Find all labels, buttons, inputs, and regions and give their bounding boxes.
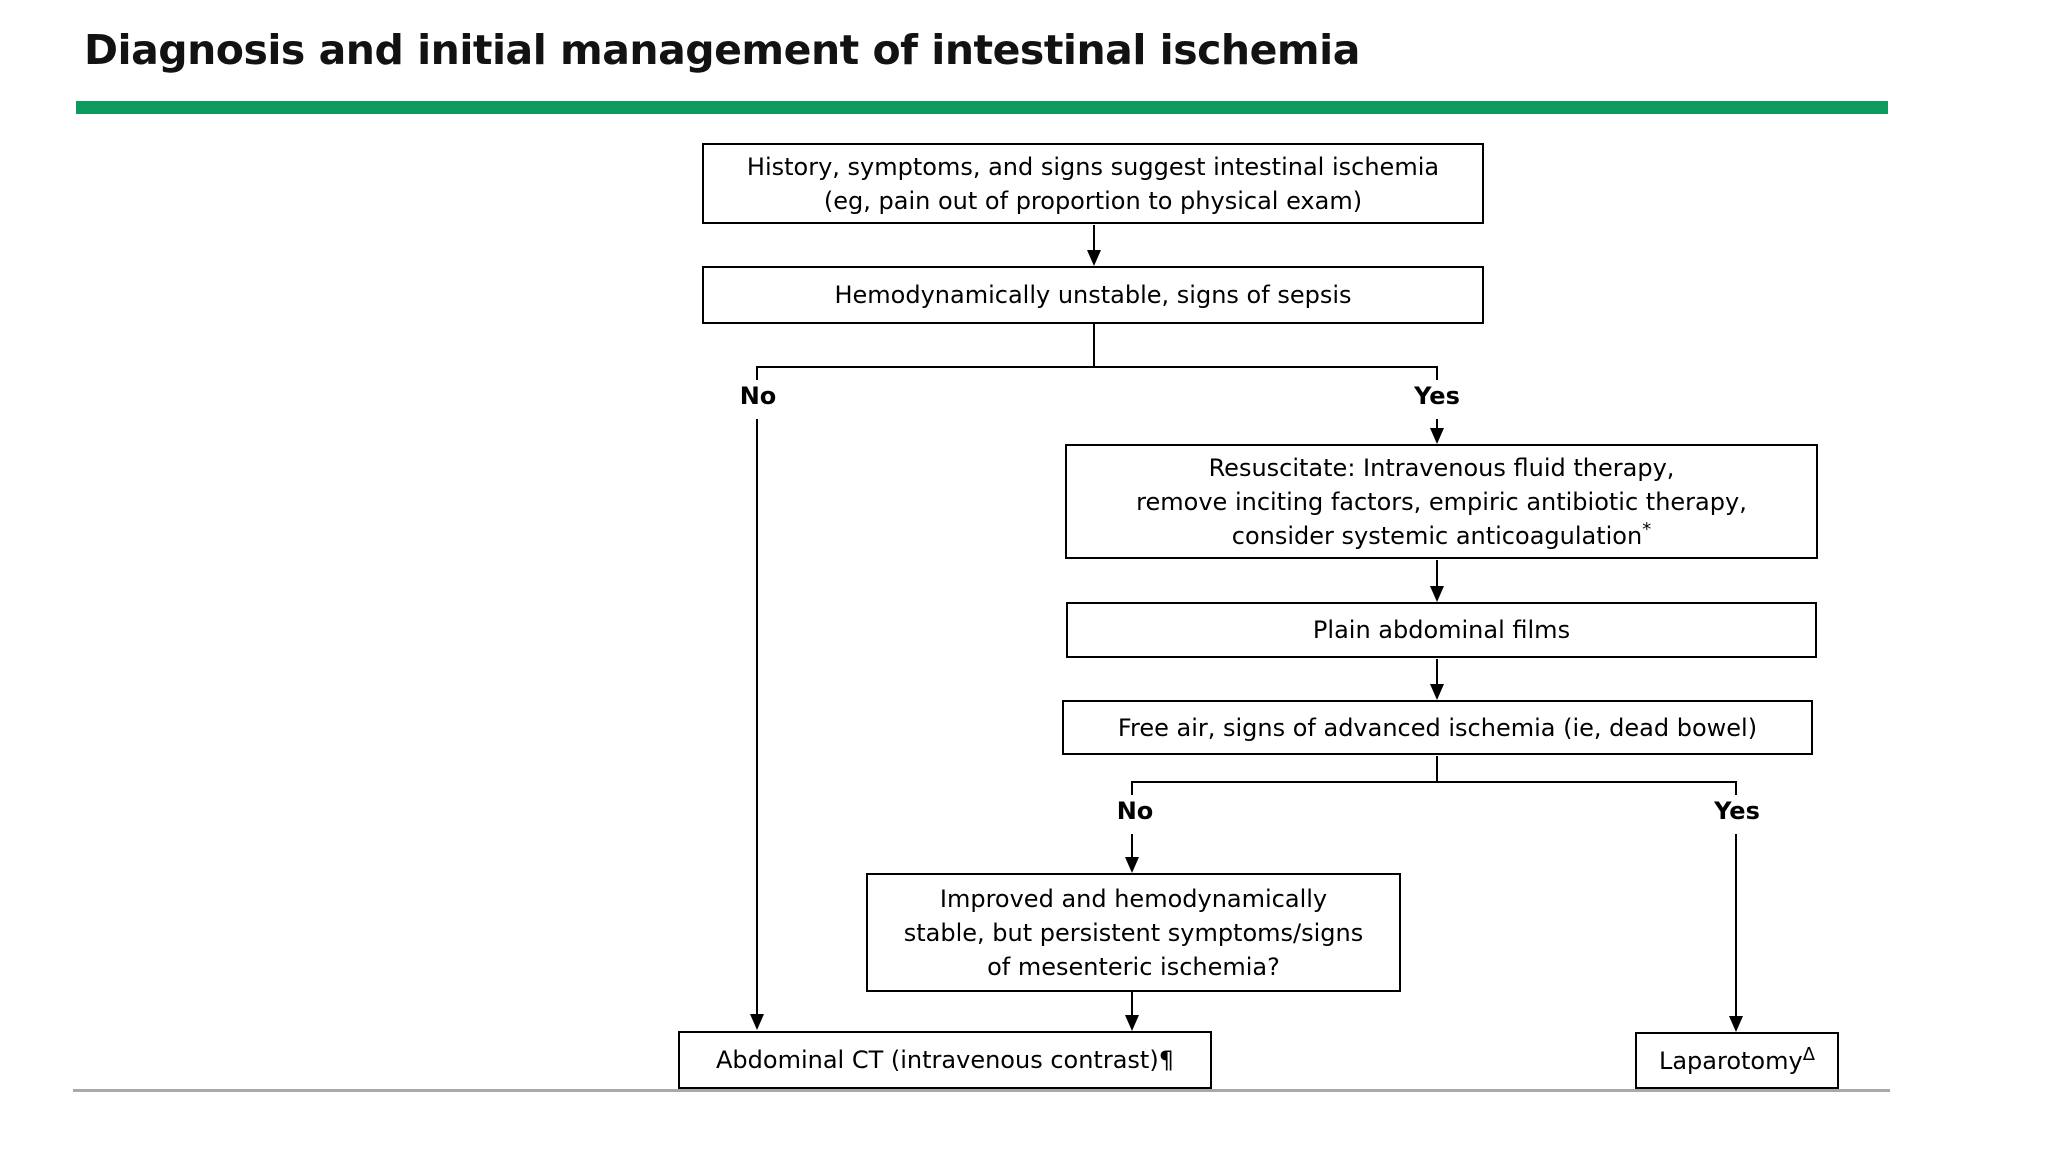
connector-line (1436, 560, 1438, 586)
connector-line (1735, 781, 1737, 795)
node-history-symptoms: History, symptoms, and signs suggest int… (702, 143, 1484, 224)
arrowhead-down-icon (1430, 428, 1444, 444)
connector-line (1436, 756, 1438, 781)
node-text-line: History, symptoms, and signs suggest int… (746, 152, 1440, 181)
connector-line (1093, 225, 1095, 251)
node-hemodynamically-unstable: Hemodynamically unstable, signs of sepsi… (702, 266, 1484, 324)
node-text-line: LaparotomyΔ (1659, 1044, 1815, 1078)
connector-line (1131, 992, 1133, 1015)
arrowhead-down-icon (750, 1014, 764, 1030)
node-text-line: (eg, pain out of proportion to physical … (823, 186, 1363, 215)
branch2-no-label: No (1116, 797, 1154, 825)
connector-line (1436, 659, 1438, 684)
connector-line (756, 366, 758, 380)
node-text-line: of mesenteric ischemia? (987, 952, 1280, 981)
node-text-line: Resuscitate: Intravenous fluid therapy, (1208, 453, 1675, 482)
arrowhead-down-icon (1125, 857, 1139, 873)
connector-line (756, 366, 1438, 368)
connector-line (1436, 419, 1438, 429)
connector-line (1131, 781, 1737, 783)
node-free-air: Free air, signs of advanced ischemia (ie… (1062, 700, 1813, 755)
footnote-asterisk-mark: * (1642, 518, 1652, 540)
node-improved-stable: Improved and hemodynamically stable, but… (866, 873, 1401, 992)
connector-line (1131, 834, 1133, 857)
node-resuscitate: Resuscitate: Intravenous fluid therapy, … (1065, 444, 1818, 559)
title-accent-bar (76, 101, 1888, 114)
branch2-yes-label: Yes (1714, 797, 1760, 825)
node-text-segment: Laparotomy (1658, 1046, 1803, 1075)
arrowhead-down-icon (1430, 586, 1444, 602)
footnote-delta-mark: Δ (1802, 1043, 1816, 1065)
node-text-segment: Abdominal CT (intravenous contrast) (716, 1046, 1159, 1074)
node-plain-abdominal-films: Plain abdominal films (1066, 602, 1817, 658)
branch1-yes-label: Yes (1414, 382, 1460, 410)
node-text-line: stable, but persistent symptoms/signs (903, 918, 1364, 947)
node-text-line: Improved and hemodynamically (939, 884, 1328, 913)
connector-line (1735, 834, 1737, 1016)
node-text-line: remove inciting factors, empiric antibio… (1136, 487, 1747, 516)
arrowhead-down-icon (1729, 1016, 1743, 1032)
connector-line (756, 419, 758, 1015)
connector-line (1093, 324, 1095, 366)
node-text-line: Plain abdominal films (1312, 616, 1571, 644)
node-text-line: Abdominal CT (intravenous contrast)¶ (716, 1043, 1174, 1077)
node-abdominal-ct: Abdominal CT (intravenous contrast)¶ (678, 1031, 1212, 1089)
node-text-line: consider systemic anticoagulation* (1232, 519, 1651, 553)
arrowhead-down-icon (1430, 684, 1444, 700)
node-text-segment: consider systemic anticoagulation (1231, 521, 1643, 550)
node-text-line: Free air, signs of advanced ischemia (ie… (1117, 713, 1758, 742)
page-title: Diagnosis and initial management of inte… (84, 26, 1360, 74)
node-text-line: Hemodynamically unstable, signs of sepsi… (834, 281, 1352, 309)
arrowhead-down-icon (1125, 1015, 1139, 1031)
arrowhead-down-icon (1087, 250, 1101, 266)
connector-line (1436, 366, 1438, 380)
branch1-no-label: No (739, 382, 777, 410)
footnote-pilcrow-mark: ¶ (1158, 1046, 1174, 1074)
bottom-divider-line (73, 1089, 1890, 1092)
node-laparotomy: LaparotomyΔ (1635, 1032, 1839, 1089)
connector-line (1131, 781, 1133, 795)
